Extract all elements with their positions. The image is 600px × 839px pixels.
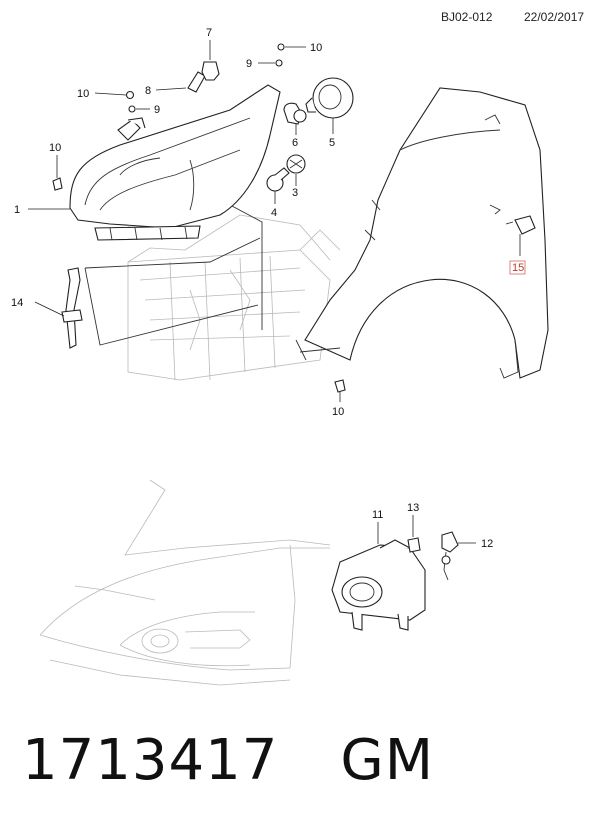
fastener-10-top-right <box>277 43 306 51</box>
nut-9-left <box>128 105 150 113</box>
screw-10-top <box>94 90 135 100</box>
diagram-date: 22/02/2017 <box>524 10 585 24</box>
fog-lamp-11 <box>331 522 426 631</box>
callout-11: 11 <box>372 509 383 521</box>
callout-9-left: 9 <box>154 104 160 116</box>
callout-7: 7 <box>206 27 212 39</box>
front-bumper <box>39 479 331 686</box>
callout-14: 14 <box>11 297 23 309</box>
callout-3: 3 <box>292 187 298 199</box>
clip-13 <box>407 515 421 553</box>
nut-9-top-right <box>258 59 283 67</box>
part-number-footer: 1713417 GM <box>22 728 434 793</box>
callout-10-top-right: 10 <box>310 42 322 54</box>
bulb-4 <box>266 167 290 204</box>
callout-1: 1 <box>14 204 20 216</box>
side-marker-15 <box>505 215 536 256</box>
callout-8: 8 <box>145 85 151 97</box>
part-number: 1713417 <box>22 728 279 793</box>
front-fender <box>295 87 549 379</box>
callout-13: 13 <box>407 502 419 514</box>
headlamp-assembly <box>69 84 281 241</box>
callout-4: 4 <box>271 207 277 219</box>
callout-10-bottom: 10 <box>332 406 344 418</box>
bulb-6 <box>283 102 307 135</box>
socket-3 <box>286 154 306 186</box>
support-frame-drawing <box>127 214 341 381</box>
callout-12: 12 <box>481 538 493 550</box>
callout-15: 15 <box>512 262 524 274</box>
screw-10-bottom <box>334 379 346 402</box>
clip-7 <box>201 40 220 81</box>
dust-cap-5 <box>305 77 354 134</box>
screw-10-left <box>52 155 63 191</box>
wiring-strap-14 <box>34 267 83 349</box>
headlamp-guide-lines <box>84 205 263 346</box>
brand-name: GM <box>340 728 435 793</box>
callout-10-left: 10 <box>49 142 61 154</box>
bracket-8 <box>155 71 206 93</box>
callout-5: 5 <box>329 137 335 149</box>
callout-15-highlight-box <box>509 260 526 275</box>
callout-6: 6 <box>292 137 298 149</box>
bulb-connector-12 <box>441 531 476 581</box>
callout-10-top-left: 10 <box>77 88 89 100</box>
diagram-code: BJ02-012 <box>441 10 493 24</box>
callout-9-top: 9 <box>246 58 252 70</box>
